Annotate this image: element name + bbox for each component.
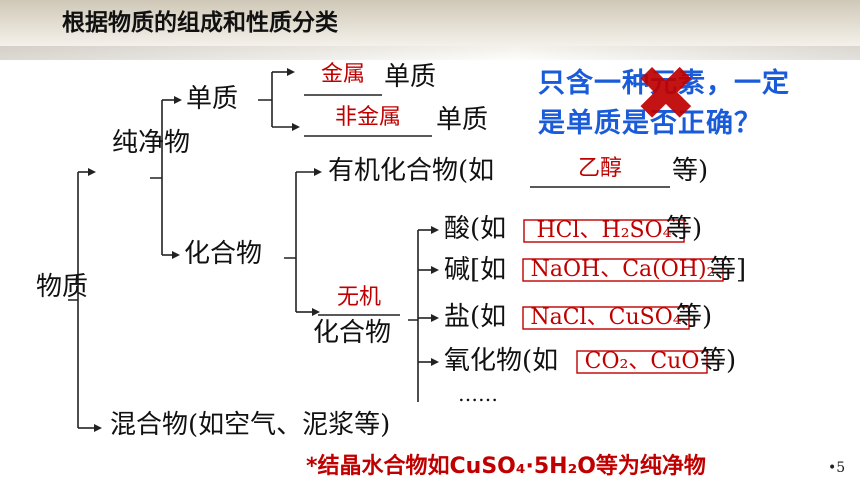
metal-answer: 金属 xyxy=(320,62,365,87)
oxide-suffix: 等) xyxy=(700,346,737,376)
base-suffix: 等] xyxy=(710,255,747,285)
salt-prefix: 盐(如 xyxy=(444,302,507,332)
mixture-label: 混合物(如空气、泥浆等) xyxy=(110,410,391,440)
inorganic-label: 化合物 xyxy=(313,318,392,348)
base-answer: NaOH、Ca(OH)₂ xyxy=(530,257,716,282)
cross-mark-icon: ✖ xyxy=(634,49,698,138)
base-prefix: 碱[如 xyxy=(444,255,507,285)
metal-suffix: 单质 xyxy=(384,62,437,92)
header-background xyxy=(0,0,860,62)
more-ellipsis: …… xyxy=(458,382,498,406)
nonmetal-answer: 非金属 xyxy=(334,105,401,130)
inorganic-answer: 无机 xyxy=(336,285,381,310)
acid-suffix: 等) xyxy=(666,214,703,244)
root-label: 物质 xyxy=(36,272,89,302)
header-streak xyxy=(0,46,860,60)
question-line-1: 只含一种元素，一定 xyxy=(538,68,790,99)
question-line-2: 是单质是否正确？ xyxy=(538,108,762,139)
page-number: •5 xyxy=(828,460,846,476)
pure-substance-label: 纯净物 xyxy=(112,128,191,158)
acid-answer: HCl、H₂SO₄ xyxy=(536,218,672,243)
compound-label: 化合物 xyxy=(184,239,263,269)
nonmetal-suffix: 单质 xyxy=(436,105,489,135)
acid-prefix: 酸(如 xyxy=(444,214,507,244)
element-label: 单质 xyxy=(186,84,239,114)
organic-suffix: 等) xyxy=(672,156,709,186)
organic-prefix: 有机化合物(如 xyxy=(328,156,495,186)
organic-answer: 乙醇 xyxy=(577,156,622,181)
oxide-prefix: 氧化物(如 xyxy=(444,346,559,376)
salt-answer: NaCl、CuSO₄ xyxy=(530,305,682,330)
slide-title: 根据物质的组成和性质分类 xyxy=(62,10,338,36)
oxide-answer: CO₂、CuO xyxy=(584,349,700,374)
salt-suffix: 等) xyxy=(676,302,713,332)
footnote: *结晶水合物如CuSO₄·5H₂O等为纯净物 xyxy=(306,454,706,479)
